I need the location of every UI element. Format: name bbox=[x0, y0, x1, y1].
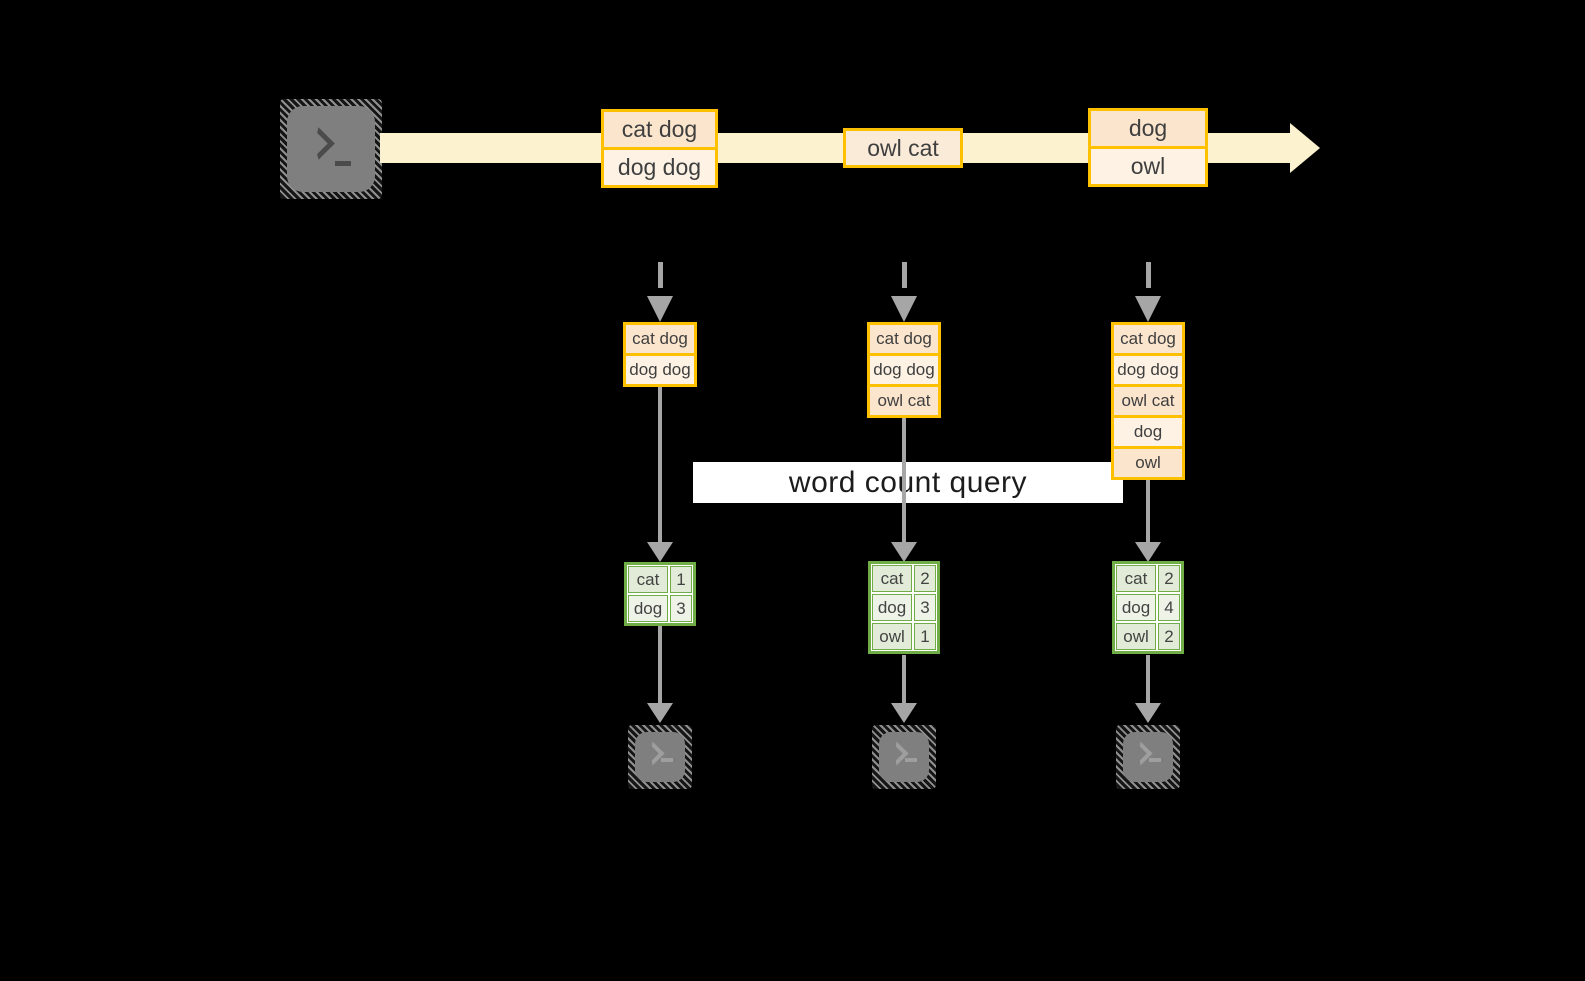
prompt-underscore-icon bbox=[1149, 758, 1161, 762]
batch-row: owl cat bbox=[846, 131, 960, 165]
batch-row: dog dog bbox=[604, 147, 715, 185]
state-row: cat dog bbox=[1114, 325, 1182, 353]
table-cell-word: cat bbox=[628, 566, 668, 593]
arrow-head-icon bbox=[891, 703, 917, 723]
stream-batch-3: dog owl bbox=[1088, 108, 1208, 187]
batch-row: owl bbox=[1091, 146, 1205, 184]
table-cell-word: dog bbox=[872, 594, 912, 621]
prompt-underscore-icon bbox=[905, 758, 917, 762]
dashed-arrow-head-icon bbox=[891, 296, 917, 322]
result-table-3: cat 2 dog 4 owl 2 bbox=[1112, 561, 1184, 654]
arrow-head-icon bbox=[891, 542, 917, 562]
arrow-head-icon bbox=[647, 703, 673, 723]
state-row: owl cat bbox=[870, 384, 938, 415]
table-cell-word: dog bbox=[628, 595, 668, 622]
terminal-body bbox=[1123, 732, 1173, 782]
state-box-2: cat dog dog dog owl cat bbox=[867, 322, 941, 418]
stream-batch-2: owl cat bbox=[843, 128, 963, 168]
arrow-line bbox=[658, 386, 662, 544]
arrow-line bbox=[902, 655, 906, 705]
source-terminal-icon bbox=[280, 99, 382, 199]
state-row: dog dog bbox=[1114, 353, 1182, 384]
table-cell-count: 4 bbox=[1158, 594, 1180, 621]
prompt-underscore-icon bbox=[335, 161, 351, 166]
arrow-head-icon bbox=[1135, 703, 1161, 723]
table-cell-word: cat bbox=[1116, 565, 1156, 592]
state-row: dog dog bbox=[626, 353, 694, 384]
arrow-line bbox=[658, 626, 662, 705]
sink-terminal-icon bbox=[628, 725, 692, 789]
batch-row: dog bbox=[1091, 111, 1205, 146]
stream-arrowhead-icon bbox=[1290, 123, 1320, 173]
table-cell-count: 2 bbox=[1158, 623, 1180, 650]
state-row: dog bbox=[1114, 415, 1182, 446]
batch-row: cat dog bbox=[604, 112, 715, 147]
table-cell-count: 1 bbox=[670, 566, 692, 593]
stream-batch-1: cat dog dog dog bbox=[601, 109, 718, 188]
table-cell-count: 2 bbox=[1158, 565, 1180, 592]
dashed-arrow-line bbox=[658, 262, 663, 288]
state-box-3: cat dog dog dog owl cat dog owl bbox=[1111, 322, 1185, 480]
terminal-body bbox=[879, 732, 929, 782]
arrow-head-icon bbox=[647, 542, 673, 562]
table-cell-count: 3 bbox=[914, 594, 936, 621]
dashed-arrow-line bbox=[902, 262, 907, 288]
prompt-underscore-icon bbox=[661, 758, 673, 762]
state-row: cat dog bbox=[870, 325, 938, 353]
state-box-1: cat dog dog dog bbox=[623, 322, 697, 387]
arrow-head-icon bbox=[1135, 542, 1161, 562]
table-cell-word: owl bbox=[1116, 623, 1156, 650]
table-cell-word: cat bbox=[872, 565, 912, 592]
terminal-body bbox=[635, 732, 685, 782]
table-cell-word: dog bbox=[1116, 594, 1156, 621]
table-cell-count: 2 bbox=[914, 565, 936, 592]
dashed-arrow-line bbox=[1146, 262, 1151, 288]
state-row: dog dog bbox=[870, 353, 938, 384]
query-label: word count query bbox=[693, 462, 1123, 503]
prompt-chevron-icon bbox=[302, 127, 335, 160]
dashed-arrow-head-icon bbox=[1135, 296, 1161, 322]
arrow-line bbox=[902, 418, 906, 544]
state-row: owl bbox=[1114, 446, 1182, 477]
sink-terminal-icon bbox=[872, 725, 936, 789]
arrow-line bbox=[1146, 480, 1150, 544]
table-cell-word: owl bbox=[872, 623, 912, 650]
arrow-line bbox=[1146, 655, 1150, 705]
terminal-body bbox=[287, 106, 375, 192]
dashed-arrow-head-icon bbox=[647, 296, 673, 322]
table-cell-count: 1 bbox=[914, 623, 936, 650]
sink-terminal-icon bbox=[1116, 725, 1180, 789]
state-row: owl cat bbox=[1114, 384, 1182, 415]
table-cell-count: 3 bbox=[670, 595, 692, 622]
result-table-1: cat 1 dog 3 bbox=[624, 562, 696, 626]
result-table-2: cat 2 dog 3 owl 1 bbox=[868, 561, 940, 654]
state-row: cat dog bbox=[626, 325, 694, 353]
